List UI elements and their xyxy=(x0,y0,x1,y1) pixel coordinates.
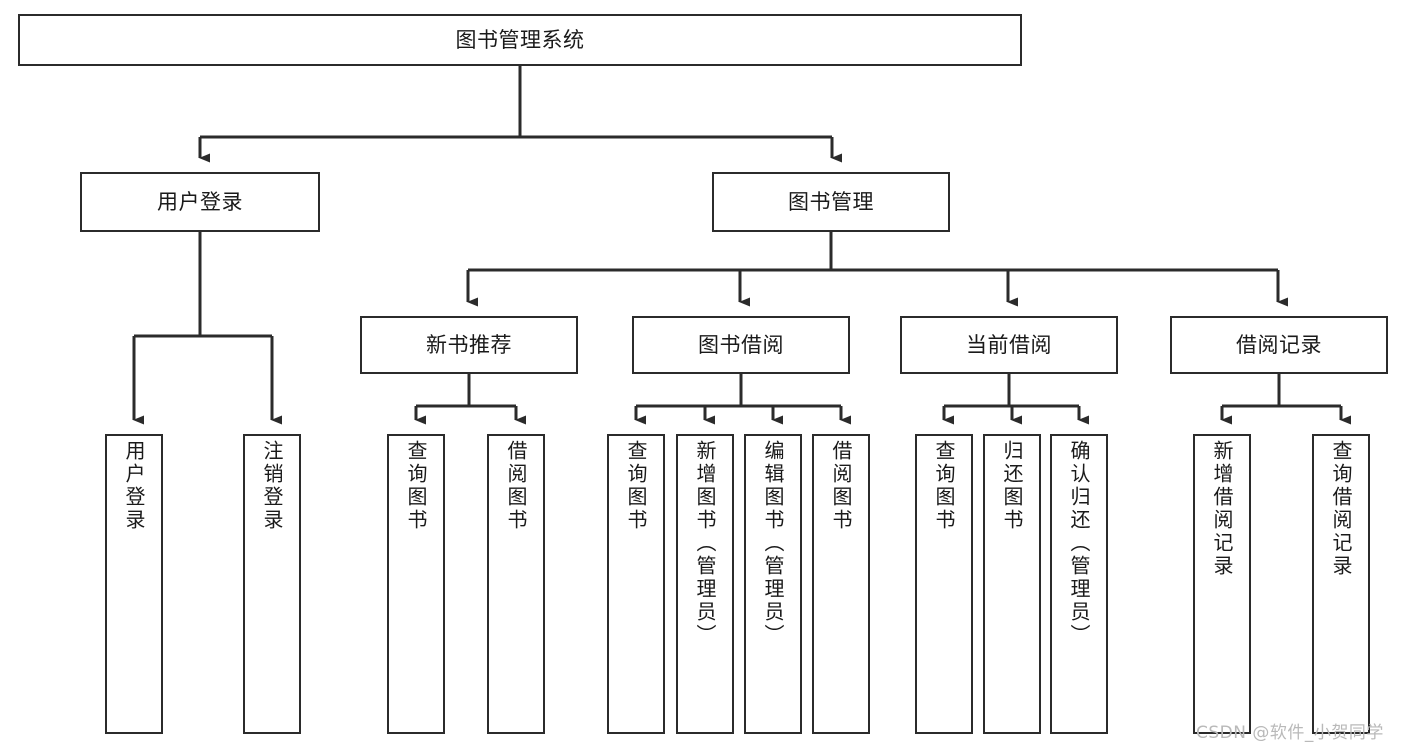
node-leaf-borrow-book-1-label: 借阅图书 xyxy=(504,440,528,532)
node-leaf-query-book-2[interactable]: 查询图书 xyxy=(607,434,665,734)
node-leaf-borrow-book-2-label: 借阅图书 xyxy=(829,440,853,532)
node-user-login-label: 用户登录 xyxy=(157,189,243,214)
node-leaf-query-record-label: 查询借阅记录 xyxy=(1329,440,1353,578)
node-leaf-borrow-book-1[interactable]: 借阅图书 xyxy=(487,434,545,734)
node-leaf-user-login-label: 用户登录 xyxy=(122,440,146,532)
node-leaf-add-book[interactable]: 新增图书（管理员） xyxy=(676,434,734,734)
node-leaf-return-book-label: 归还图书 xyxy=(1000,440,1024,532)
node-book-borrow[interactable]: 图书借阅 xyxy=(632,316,850,374)
node-borrow-record-label: 借阅记录 xyxy=(1236,332,1322,357)
node-book-manage-label: 图书管理 xyxy=(788,189,874,214)
node-book-manage[interactable]: 图书管理 xyxy=(712,172,950,232)
node-user-login[interactable]: 用户登录 xyxy=(80,172,320,232)
node-new-book-recommend[interactable]: 新书推荐 xyxy=(360,316,578,374)
node-leaf-query-book-1-label: 查询图书 xyxy=(404,440,428,532)
node-leaf-borrow-book-2[interactable]: 借阅图书 xyxy=(812,434,870,734)
node-leaf-query-book-3[interactable]: 查询图书 xyxy=(915,434,973,734)
node-current-borrow-label: 当前借阅 xyxy=(966,332,1052,357)
node-leaf-confirm-return-label: 确认归还（管理员） xyxy=(1067,440,1091,647)
csdn-watermark: CSDN @软件_小贺同学 xyxy=(1196,723,1384,743)
node-current-borrow[interactable]: 当前借阅 xyxy=(900,316,1118,374)
node-root[interactable]: 图书管理系统 xyxy=(18,14,1022,66)
node-leaf-query-book-3-label: 查询图书 xyxy=(932,440,956,532)
node-leaf-query-record[interactable]: 查询借阅记录 xyxy=(1312,434,1370,734)
node-leaf-logout[interactable]: 注销登录 xyxy=(243,434,301,734)
node-leaf-return-book[interactable]: 归还图书 xyxy=(983,434,1041,734)
node-leaf-logout-label: 注销登录 xyxy=(260,440,284,532)
node-root-label: 图书管理系统 xyxy=(455,27,585,52)
node-leaf-query-book-1[interactable]: 查询图书 xyxy=(387,434,445,734)
node-leaf-query-book-2-label: 查询图书 xyxy=(624,440,648,532)
node-leaf-edit-book-label: 编辑图书（管理员） xyxy=(761,440,785,647)
node-leaf-add-record-label: 新增借阅记录 xyxy=(1210,440,1234,578)
node-book-borrow-label: 图书借阅 xyxy=(698,332,784,357)
node-new-book-recommend-label: 新书推荐 xyxy=(426,332,512,357)
node-leaf-user-login[interactable]: 用户登录 xyxy=(105,434,163,734)
node-leaf-add-book-label: 新增图书（管理员） xyxy=(693,440,717,647)
node-leaf-confirm-return[interactable]: 确认归还（管理员） xyxy=(1050,434,1108,734)
node-leaf-add-record[interactable]: 新增借阅记录 xyxy=(1193,434,1251,734)
node-borrow-record[interactable]: 借阅记录 xyxy=(1170,316,1388,374)
node-leaf-edit-book[interactable]: 编辑图书（管理员） xyxy=(744,434,802,734)
